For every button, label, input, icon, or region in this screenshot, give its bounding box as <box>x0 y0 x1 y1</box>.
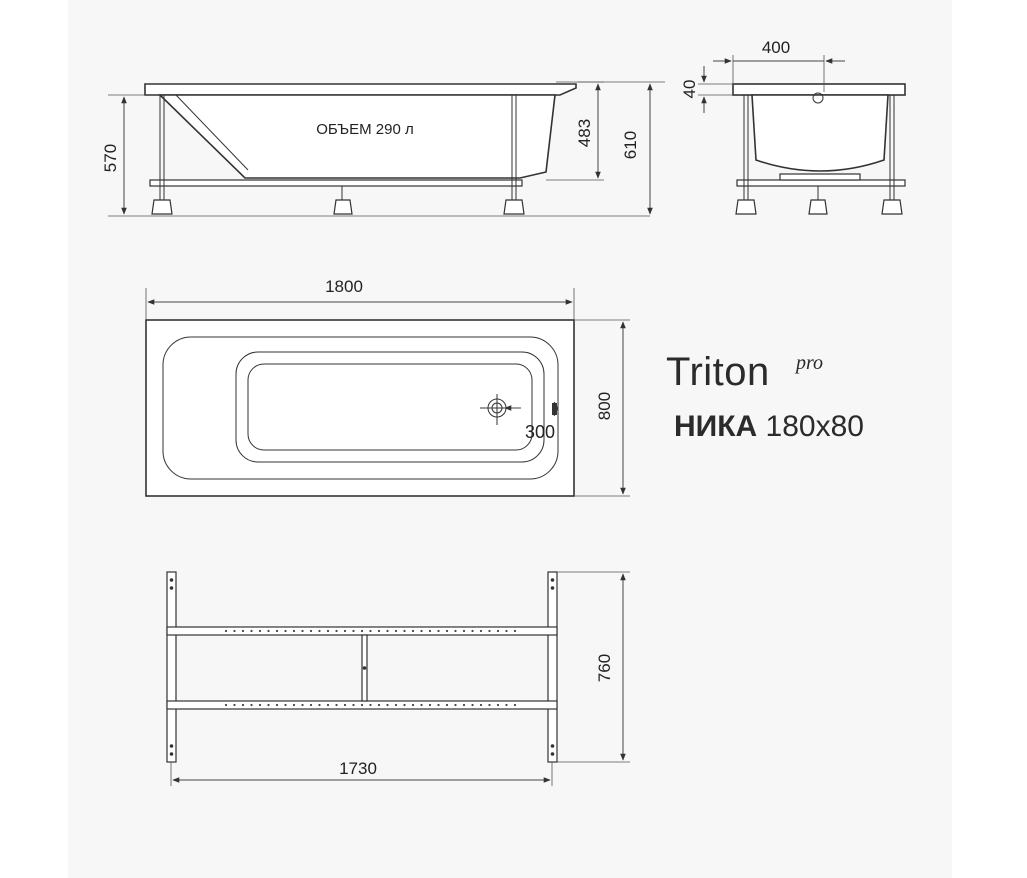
model-size: 180x80 <box>765 410 864 443</box>
end-view-bottom-support <box>779 173 861 181</box>
side-view-legs <box>151 95 525 215</box>
side-view-frame-bar <box>149 179 523 187</box>
dim-label-300: 300 <box>525 422 555 442</box>
top-view-bowl-inner <box>247 363 533 451</box>
dim-label-1800: 1800 <box>325 277 363 296</box>
end-view-frame-bar <box>736 179 906 187</box>
side-view-rim <box>144 83 577 96</box>
end-view: 400 40 <box>680 38 906 215</box>
dim-label-1730: 1730 <box>339 759 377 778</box>
dim-label-400: 400 <box>762 38 790 57</box>
model-name: НИКА <box>674 410 758 443</box>
brand-name: Triton <box>666 350 770 394</box>
brand-suffix: pro <box>796 352 824 374</box>
dim-label-800: 800 <box>595 392 614 420</box>
dim-label-760: 760 <box>595 654 614 682</box>
top-view: 300 1800 800 <box>145 277 630 497</box>
frame-left-post <box>166 571 177 763</box>
end-view-overflow <box>812 92 824 104</box>
top-view-bowl-outer <box>235 351 545 463</box>
frame-right-post <box>547 571 558 763</box>
dim-label-40: 40 <box>680 80 699 99</box>
overflow-marker <box>552 403 557 415</box>
top-view-inner-rim <box>162 336 559 480</box>
frame-view: 760 1730 <box>166 571 630 786</box>
model-title: НИКА 180x80 <box>674 410 864 444</box>
dim-label-483: 483 <box>575 119 594 147</box>
frame-rail-dots <box>224 629 517 707</box>
side-view-backrest-line <box>175 94 249 171</box>
dim-label-610: 610 <box>621 131 640 159</box>
side-view: 570 483 610 ОБЪЕМ 290 л <box>101 81 665 217</box>
end-view-legs <box>735 95 903 215</box>
frame-bolt-holes <box>169 578 555 756</box>
end-view-tub <box>751 94 889 172</box>
dim-label-570: 570 <box>101 144 120 172</box>
side-view-tub <box>158 94 556 179</box>
volume-label: ОБЪЕМ 290 л <box>316 121 414 138</box>
